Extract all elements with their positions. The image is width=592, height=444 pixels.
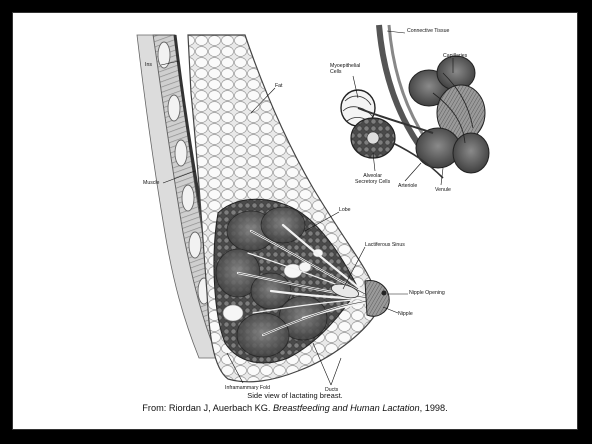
label-connective-tissue: Connective Tissue: [407, 28, 449, 34]
nipple: [365, 281, 389, 317]
label-arteriole: Arteriole: [398, 183, 417, 189]
label-muscle: Muscle: [143, 180, 159, 186]
figure-caption: Side view of lactating breast.: [13, 391, 577, 400]
label-alveolar-secretory-cells: Alveolar Secretory Cells: [355, 173, 390, 185]
figure-source: From: Riordan J, Auerbach KG. Breastfeed…: [13, 403, 577, 413]
label-ins: Ins: [145, 62, 152, 68]
label-capillaries: Capillaries: [443, 53, 467, 59]
label-venule: Venule: [435, 187, 451, 193]
label-nipple-opening: Nipple Opening: [409, 290, 445, 296]
source-suffix: , 1998.: [420, 403, 448, 413]
label-fat: Fat: [275, 83, 283, 89]
nipple-opening: [382, 291, 387, 296]
source-book-title: Breastfeeding and Human Lactation: [273, 403, 420, 413]
label-lactiferous-sinus: Lactiferous Sinus: [365, 242, 405, 248]
alveoli-inset: [341, 25, 489, 178]
label-myoepithelial-cells: Myoepithelial Cells: [330, 63, 360, 75]
label-lobe: Lobe: [339, 207, 351, 213]
source-prefix: From: Riordan J, Auerbach KG.: [142, 403, 273, 413]
slide: Ins Fat Muscle Connective Tissue Myoepit…: [12, 12, 578, 430]
label-nipple: Nipple: [398, 311, 413, 317]
breast-anatomy-illustration: [13, 13, 578, 430]
